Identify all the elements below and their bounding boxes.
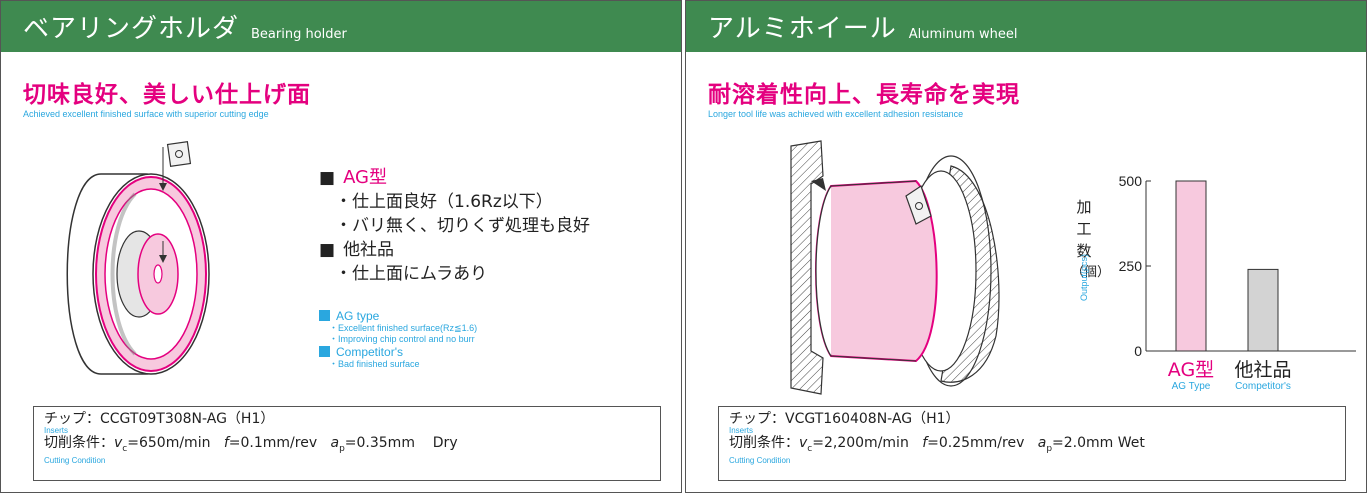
cutting-condition-caption: Cutting Condition <box>44 455 106 465</box>
category-label-2: 他社品 <box>1234 359 1291 381</box>
vc-symbol: v <box>799 435 808 451</box>
cutting-condition-line: 切削条件：vc=2,200m/min f=0.25mm/rev ap=2.0mm… <box>729 435 1335 457</box>
en-ag-title: AG type <box>336 309 380 323</box>
competitor-label: 他社品 <box>343 240 395 260</box>
competitor-heading: ■ 他社品 <box>319 238 590 262</box>
f-value: =0.25mm/rev <box>927 435 1025 451</box>
cond-prefix: 切削条件： <box>729 435 799 451</box>
ylabel-char-3: 数 <box>1076 242 1092 260</box>
bearing-holder-notes-jp: ■ AG型 ・仕上面良好（1.6Rz以下） ・バリ無く、切りくず処理も良好 ■ 他社… <box>319 166 590 286</box>
coolant: Wet <box>1117 435 1145 451</box>
category-label-1: AG型 <box>1168 359 1214 381</box>
bar-2 <box>1247 268 1279 352</box>
cutting-condition-line: 切削条件：vc=650m/min f=0.1mm/rev ap=0.35mm D… <box>44 435 650 457</box>
vc-symbol: v <box>114 435 123 451</box>
y-tick-label: 500 <box>1119 173 1143 189</box>
ap-subscript: p <box>339 443 345 454</box>
ag-point-2: ・バリ無く、切りくず処理も良好 <box>335 216 590 236</box>
bearing-holder-title-jp: ベアリングホルダ <box>23 14 240 44</box>
ag-type-label: AG型 <box>343 167 388 188</box>
category-label-en-2: Competitor's <box>1235 381 1291 392</box>
en-competitor-title: Competitor's <box>336 345 403 359</box>
ylabel-char-1: 加 <box>1076 198 1092 216</box>
ag-type-heading: ■ AG型 <box>319 166 590 190</box>
coolant: Dry <box>432 435 458 451</box>
y-tick-label: 250 <box>1119 258 1143 274</box>
en-ag-heading: AG type <box>319 309 477 323</box>
en-ag-point-1: ・Excellent finished surface(Rz≦1.6) <box>329 323 478 333</box>
vc-subscript: c <box>807 443 813 454</box>
bearing-holder-conditions: チップ：CCGT09T308N-AG（H1） Inserts 切削条件：vc=6… <box>33 406 661 481</box>
aluminum-wheel-title-jp: アルミホイール <box>708 14 897 44</box>
ap-value: =2.0mm <box>1052 435 1114 451</box>
aluminum-wheel-conditions: チップ：VCGT160408N-AG（H1） Inserts 切削条件：vc=2… <box>718 406 1346 481</box>
bearing-holder-illustration <box>66 141 210 375</box>
category-label-en-1: AG Type <box>1172 381 1211 392</box>
ap-value: =0.35mm <box>344 435 415 451</box>
bearing-holder-panel: ベアリングホルダ Bearing holder 切味良好、美しい仕上げ面 Ach… <box>0 0 682 493</box>
f-value: =0.1mm/rev <box>228 435 318 451</box>
vc-subscript: c <box>122 443 128 454</box>
cutting-condition-caption: Cutting Condition <box>729 455 791 465</box>
aluminum-wheel-header: アルミホイール Aluminum wheel <box>686 1 1366 52</box>
ap-symbol: a <box>1037 435 1047 451</box>
vc-value: =2,200m/min <box>812 435 909 451</box>
aluminum-wheel-illustration <box>790 140 1000 395</box>
bearing-holder-headline: 切味良好、美しい仕上げ面 <box>23 82 311 108</box>
vc-value: =650m/min <box>127 435 211 451</box>
ag-point-1: ・仕上面良好（1.6Rz以下） <box>335 192 553 212</box>
square-bullet-icon: ■ <box>319 240 336 260</box>
bearing-holder-header: ベアリングホルダ Bearing holder <box>1 1 681 52</box>
en-competitor-point-1: ・Bad finished surface <box>329 359 420 369</box>
aluminum-wheel-title-en: Aluminum wheel <box>908 27 1018 42</box>
cond-prefix: 切削条件： <box>44 435 114 451</box>
aluminum-wheel-panel: アルミホイール Aluminum wheel 耐溶着性向上、長寿命を実現 Lon… <box>685 0 1367 493</box>
ap-subscript: p <box>1046 443 1053 454</box>
bearing-holder-subline: Achieved excellent finished surface with… <box>23 109 269 119</box>
square-bullet-icon: ■ <box>319 168 336 188</box>
ap-symbol: a <box>330 435 340 451</box>
insert-line: チップ：CCGT09T308N-AG（H1） <box>44 411 275 427</box>
en-competitor-heading: Competitor's <box>319 345 477 359</box>
aluminum-wheel-headline: 耐溶着性向上、長寿命を実現 <box>708 82 1020 108</box>
aluminum-wheel-subline: Longer tool life was achieved with excel… <box>708 109 964 119</box>
bar-1 <box>1175 180 1207 352</box>
blue-square-bullet-icon <box>319 310 330 321</box>
bearing-holder-notes-en: AG type ・Excellent finished surface(Rz≦1… <box>319 309 477 370</box>
bearing-holder-title-en: Bearing holder <box>251 27 347 42</box>
insert-caption: Inserts <box>729 426 754 435</box>
insert-caption: Inserts <box>44 426 69 435</box>
y-tick-label: 0 <box>1134 343 1142 359</box>
en-ag-point-2: ・Improving chip control and no burr <box>329 334 475 344</box>
f-symbol: f <box>922 435 928 451</box>
f-symbol: f <box>223 435 229 451</box>
blue-square-bullet-icon <box>319 346 330 357</box>
competitor-point-1: ・仕上面にムラあり <box>335 264 488 284</box>
ylabel-char-2: 工 <box>1076 220 1092 238</box>
insert-line: チップ：VCGT160408N-AG（H1） <box>729 411 960 427</box>
